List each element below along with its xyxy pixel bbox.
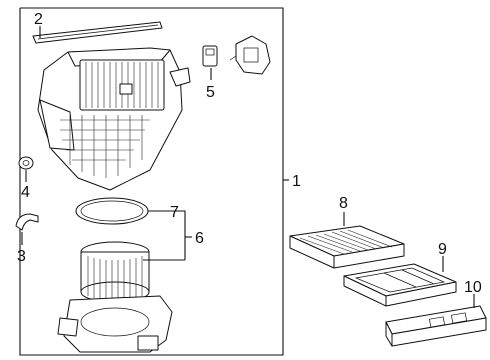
callout-2: 2 <box>34 11 43 28</box>
part-1-hvac-case <box>37 47 191 191</box>
callout-6-bracket <box>168 210 186 260</box>
assembly-bracket-frame <box>19 7 284 356</box>
part-7-gasket-ring <box>75 197 149 225</box>
callout-3: 3 <box>17 248 26 265</box>
callout-6: 6 <box>195 230 204 247</box>
part-4-grommet <box>18 156 34 170</box>
part-9-filter-frame <box>343 263 457 307</box>
part-10-filter-cover <box>385 305 487 347</box>
actuator-bracket <box>229 35 271 75</box>
part-6-blower-motor <box>57 241 173 353</box>
callout-7: 7 <box>170 204 179 221</box>
part-2-seal-strip <box>32 21 163 44</box>
callout-9: 9 <box>438 241 447 258</box>
callout-10: 10 <box>464 279 482 296</box>
callout-8: 8 <box>339 195 348 212</box>
callout-1: 1 <box>292 173 301 190</box>
callout-5: 5 <box>206 84 215 101</box>
callout-4: 4 <box>21 184 30 201</box>
part-8-cabin-filter <box>289 225 405 269</box>
part-3-drain-hose <box>15 213 39 231</box>
part-5-clip <box>202 45 218 67</box>
